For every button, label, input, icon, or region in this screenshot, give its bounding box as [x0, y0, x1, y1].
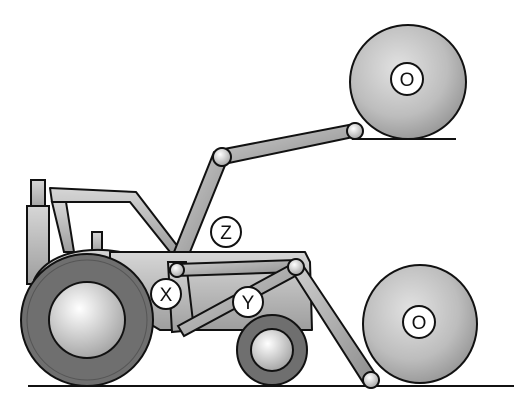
label-upper-bale: O	[390, 62, 424, 96]
pivot-pin-y	[287, 258, 305, 276]
pivot-pin-upper-bale	[346, 122, 364, 140]
pivot-pin-top	[212, 147, 232, 167]
label-y: Y	[232, 286, 264, 318]
svg-text:Y: Y	[242, 293, 255, 314]
pivot-pin-ground	[362, 371, 380, 389]
svg-text:O: O	[400, 70, 415, 91]
cab-rear-post	[50, 201, 76, 253]
svg-text:O: O	[412, 313, 427, 334]
label-z: Z	[210, 216, 242, 248]
upper-boom-right	[218, 123, 359, 165]
label-lower-bale: O	[402, 305, 436, 339]
rear-wheel	[20, 253, 154, 387]
label-x: X	[150, 278, 182, 310]
svg-text:Z: Z	[220, 223, 232, 244]
front-wheel	[236, 314, 308, 386]
svg-text:X: X	[160, 285, 173, 306]
pivot-pin-x	[169, 262, 185, 278]
